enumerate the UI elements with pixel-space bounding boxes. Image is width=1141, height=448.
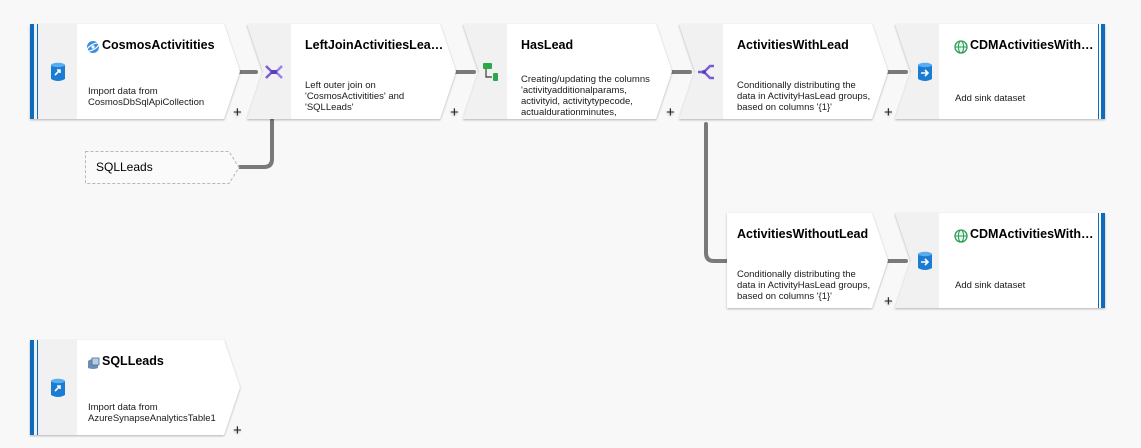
- node-title: CosmosActivitities: [102, 38, 215, 52]
- conditional-split-node-without-lead[interactable]: ActivitiesWithoutLead Conditionally dist…: [727, 213, 893, 309]
- stream-reference-sqlleads[interactable]: SQLLeads: [85, 151, 240, 184]
- node-description: Add sink dataset: [955, 280, 1026, 291]
- database-source-icon: [51, 62, 65, 81]
- node-description: Creating/updating the columns 'activitya…: [521, 74, 650, 118]
- cdm-globe-icon: [954, 229, 968, 243]
- database-source-icon: [51, 378, 65, 397]
- derived-column-icon: [483, 63, 498, 81]
- add-transformation-button[interactable]: +: [233, 422, 242, 439]
- sink-node-cdm-without-lead[interactable]: CDMActivitiesWitho... Add sink dataset: [895, 213, 1105, 308]
- source-node-sqlleads[interactable]: SQLLeads Import data from AzureSynapseAn…: [30, 340, 242, 439]
- node-title: CDMActivitiesWithLe...: [970, 38, 1098, 52]
- node-description: Add sink dataset: [955, 93, 1026, 104]
- node-description: Import data from AzureSynapseAnalyticsTa…: [88, 402, 216, 424]
- add-transformation-button[interactable]: +: [884, 104, 893, 121]
- node-description: Left outer join on 'CosmosActivitities' …: [305, 80, 405, 113]
- join-icon: [265, 65, 283, 79]
- sink-node-cdm-with-lead[interactable]: CDMActivitiesWithLe... Add sink dataset: [895, 24, 1105, 119]
- node-title: ActivitiesWithoutLead: [737, 227, 869, 241]
- node-title: HasLead: [521, 38, 574, 52]
- node-description: Import data from CosmosDbSqlApiCollectio…: [88, 86, 205, 108]
- derived-column-node-has-lead[interactable]: HasLead Creating/updating the columns 'a…: [463, 24, 675, 121]
- add-transformation-button[interactable]: +: [450, 104, 459, 121]
- node-description: Conditionally distributing the data in A…: [737, 269, 871, 302]
- cdm-globe-icon: [954, 40, 968, 54]
- add-transformation-button[interactable]: +: [666, 104, 675, 121]
- node-title: SQLLeads: [102, 354, 164, 368]
- add-transformation-button[interactable]: +: [884, 293, 893, 310]
- join-node-left-join[interactable]: LeftJoinActivitiesLeads Left outer join …: [247, 24, 459, 121]
- source-node-cosmos-activitities[interactable]: CosmosActivitities Import data from Cosm…: [30, 24, 242, 121]
- database-sink-icon: [918, 62, 932, 81]
- conditional-split-node-with-lead[interactable]: ActivitiesWithLead Conditionally distrib…: [679, 24, 893, 120]
- conditional-split-icon: [698, 64, 714, 80]
- add-transformation-button[interactable]: +: [233, 104, 242, 121]
- reference-outline: [85, 151, 240, 184]
- node-title: CDMActivitiesWitho...: [970, 227, 1098, 241]
- node-description: Conditionally distributing the data in A…: [737, 80, 871, 113]
- synapse-table-icon: [88, 357, 100, 369]
- reference-label: SQLLeads: [96, 160, 153, 174]
- database-sink-icon: [918, 251, 932, 270]
- cosmos-db-icon: [86, 41, 100, 53]
- node-title: LeftJoinActivitiesLeads: [305, 38, 445, 52]
- node-title: ActivitiesWithLead: [737, 38, 849, 52]
